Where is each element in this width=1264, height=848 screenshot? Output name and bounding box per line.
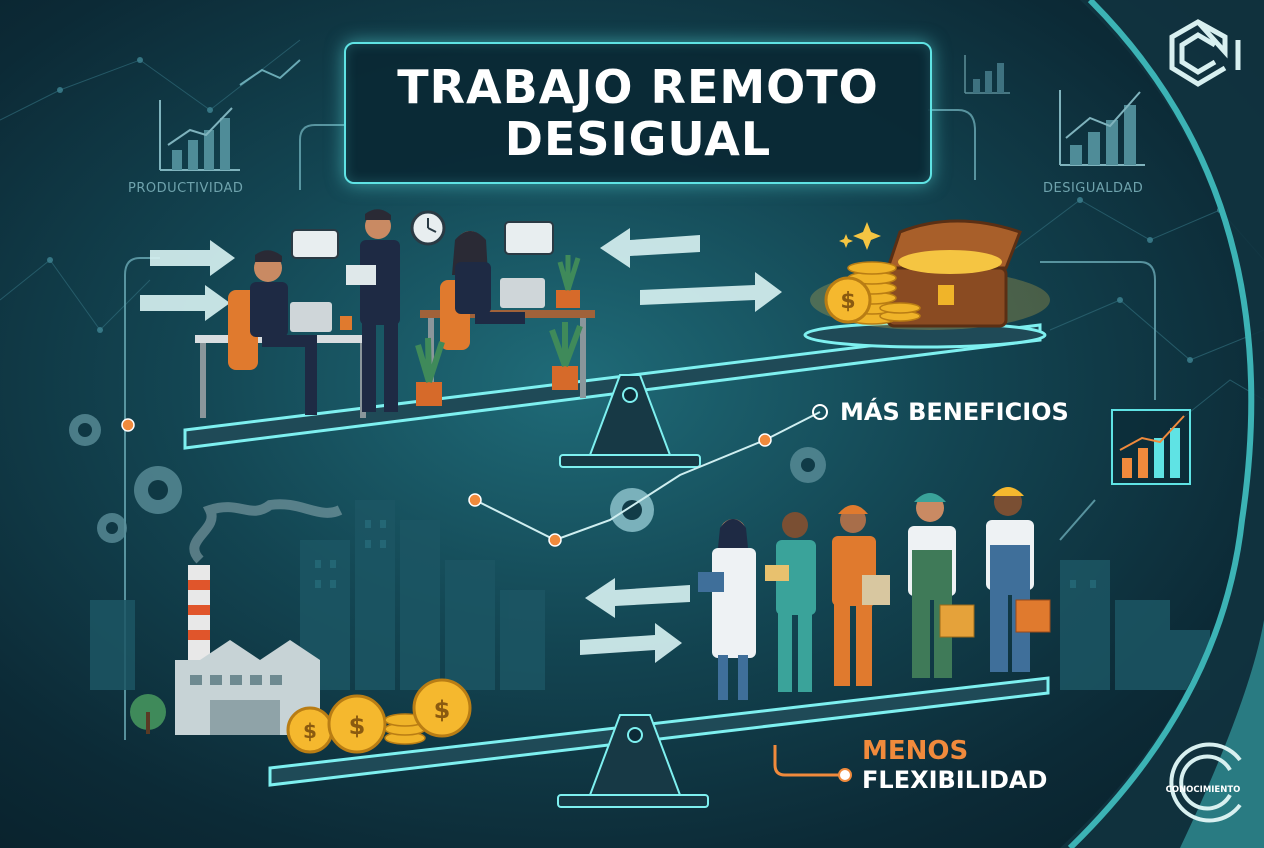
callout-menos: MENOS — [862, 736, 969, 766]
office-workers — [195, 209, 595, 418]
title-line-2: DESIGUAL — [504, 112, 772, 166]
title-line-1: TRABAJO REMOTO — [397, 60, 879, 114]
callout-flexibilidad: FLEXIBILIDAD — [862, 766, 1048, 794]
svg-text:$: $ — [303, 719, 317, 743]
brand-logo-icon — [1169, 19, 1241, 87]
factory-icon — [130, 499, 343, 735]
conocimiento-logo-icon — [1169, 742, 1242, 823]
svg-text:$: $ — [840, 289, 855, 314]
coin-icon — [824, 261, 921, 325]
chat-bubble-icon — [291, 221, 554, 259]
label-productividad: PRODUCTIVIDAD — [128, 181, 244, 196]
label-desigualdad: DESIGUALDAD — [1043, 181, 1144, 196]
gear-icon — [69, 414, 826, 543]
chart-icon — [159, 100, 240, 171]
title-box: TRABAJO REMOTO DESIGUAL — [344, 42, 932, 184]
callout-mas-beneficios: MÁS BENEFICIOS — [840, 398, 1069, 426]
brand-name: CONOCIMIENTO — [1165, 785, 1241, 795]
svg-text:$: $ — [434, 696, 451, 724]
growth-chart-icon — [1111, 409, 1191, 485]
seesaw-icon — [183, 321, 1047, 468]
essential-workers — [698, 487, 1051, 700]
clock-icon — [410, 210, 446, 246]
svg-text:$: $ — [349, 712, 366, 740]
